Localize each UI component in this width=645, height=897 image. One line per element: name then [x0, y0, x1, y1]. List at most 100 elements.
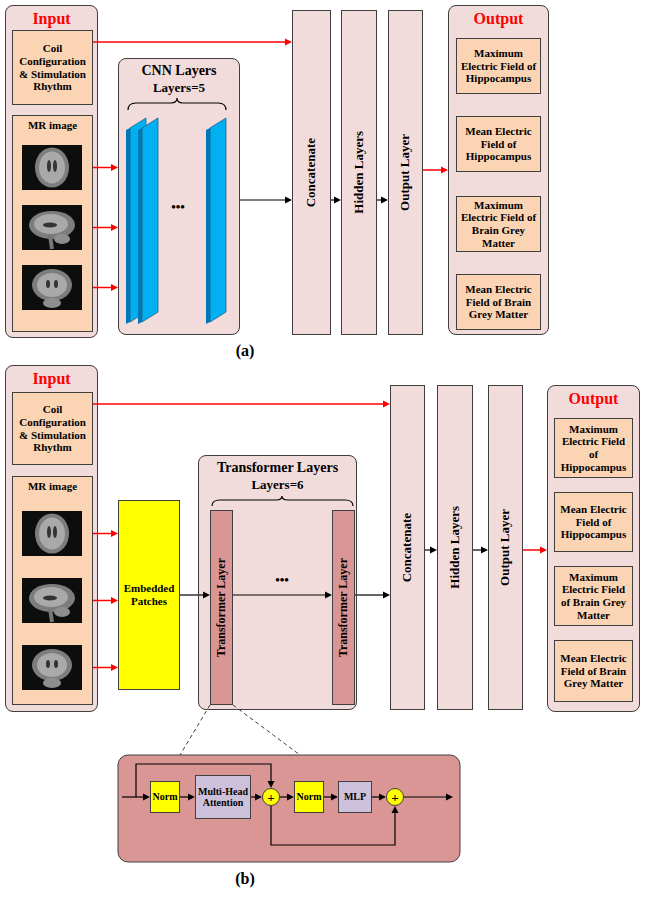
output-line	[404, 796, 447, 797]
attention-block: Multi-Head Attention	[195, 775, 251, 819]
mri-slice	[22, 265, 82, 310]
output-box: Mean Electric Field of Brain Grey Matter	[456, 274, 541, 330]
connector-line	[180, 594, 204, 595]
node-text: Coil Configuration & Stimulation Rhythm	[16, 403, 89, 454]
connector	[251, 794, 262, 801]
mri-slice	[22, 578, 82, 623]
input-box: Coil Configuration & Stimulation Rhythm	[12, 392, 93, 465]
arrow-head	[111, 284, 118, 291]
node-text: Maximum Electric Field of Brain Grey Mat…	[558, 571, 629, 622]
mri-slice	[46, 660, 50, 668]
node-text: Output	[474, 10, 524, 28]
mri-slice	[43, 678, 61, 688]
node-text: Maximum Electric Field of Hippocampus	[558, 423, 629, 474]
mri-sagittal	[22, 578, 82, 623]
norm-block: Norm	[150, 781, 180, 813]
mri-slice	[22, 511, 82, 556]
node-text: Maximum Electric Field of Brain Grey Mat…	[460, 199, 537, 250]
connector	[271, 806, 399, 845]
arrow-head	[392, 806, 399, 813]
connector	[180, 794, 195, 801]
arrow-head	[203, 592, 210, 599]
input-line	[122, 796, 144, 797]
node-text: MR image	[28, 119, 77, 132]
mri-slice	[43, 596, 57, 601]
mri-slice	[34, 214, 68, 234]
arrow-head	[334, 197, 341, 204]
connector	[324, 794, 338, 801]
node-text: Mean Electric Field of Hippocampus	[558, 503, 629, 541]
arrow-head	[287, 794, 294, 801]
node-text: Embedded Patches	[121, 582, 177, 607]
connector-line	[93, 41, 286, 43]
mri-slice	[47, 160, 51, 172]
connector-line	[93, 167, 112, 169]
detail-panel	[118, 755, 460, 862]
node-text: Concatenate	[304, 138, 319, 207]
arrow-head	[383, 401, 390, 408]
arrow-head	[285, 197, 292, 204]
connector	[473, 547, 488, 554]
arrow-head	[143, 794, 150, 801]
image-box: MR image	[12, 115, 93, 332]
mri-slice	[54, 660, 58, 668]
connector	[233, 592, 332, 599]
mri-slice	[34, 587, 68, 607]
mri-slice	[29, 584, 75, 612]
panel-fill	[12, 476, 93, 705]
input-box: Coil Configuration & Stimulation Rhythm	[12, 30, 93, 105]
mri-slice	[32, 269, 72, 301]
connector	[93, 164, 118, 291]
node-text: Mean Electric Field of Brain Grey Matter	[558, 652, 629, 690]
mri-sagittal	[22, 205, 82, 250]
connector-line	[271, 806, 395, 845]
zoom-line	[233, 705, 300, 755]
mri-slice	[53, 160, 57, 172]
node-subtext: Layers=5	[153, 81, 205, 96]
arrow-head	[481, 547, 488, 554]
node-text: Transformer Layer	[215, 558, 229, 657]
connector-line	[423, 169, 442, 171]
mri-slice	[43, 298, 61, 308]
arrow-head	[430, 547, 437, 554]
layer-bar: Concatenate	[292, 10, 331, 335]
arrow-head	[381, 197, 388, 204]
node-text: Hidden Layers	[352, 131, 367, 214]
node-text: MLP	[344, 791, 366, 803]
node-text: Concatenate	[400, 513, 415, 582]
mri-slice	[39, 152, 65, 184]
node-text: Mean Electric Field of Brain Grey Matter	[460, 283, 537, 321]
connector	[423, 167, 448, 174]
output-box: Maximum Electric Field of Hippocampus	[554, 418, 633, 478]
mri-slice	[35, 148, 69, 188]
output-panel: OutputMaximum Electric Field of Hippocam…	[547, 385, 640, 712]
layer-stack: CNN LayersLayers=5	[118, 58, 240, 335]
panel-fill	[12, 115, 93, 332]
arrow-head	[331, 794, 338, 801]
connector-line	[93, 533, 112, 535]
node-text: Norm	[297, 791, 322, 803]
mri-slice	[22, 205, 82, 250]
arrow-head	[540, 547, 547, 554]
mri-slice	[54, 234, 70, 244]
connector	[93, 401, 390, 408]
input-panel: InputCoil Configuration & Stimulation Rh…	[5, 365, 98, 712]
node-text: CNN Layers	[141, 63, 216, 79]
mri-slice	[32, 649, 72, 681]
connector-line	[473, 549, 482, 550]
connector-line	[180, 796, 189, 797]
mri-slice	[54, 607, 70, 617]
connector-line	[233, 594, 326, 595]
arrow-head	[255, 794, 262, 801]
node-text: Output	[569, 390, 619, 408]
cnn-slab	[210, 118, 226, 322]
connector	[523, 547, 547, 554]
mri-slice	[37, 653, 67, 677]
node-text: Hidden Layers	[448, 506, 463, 589]
mri-slice	[46, 280, 50, 288]
arrow-head	[111, 530, 118, 537]
node-text: Multi-Head Attention	[197, 786, 249, 809]
output-box: Maximum Electric Field of Brain Grey Mat…	[554, 566, 633, 626]
arrow-head	[446, 794, 453, 801]
arrow-head	[188, 794, 195, 801]
